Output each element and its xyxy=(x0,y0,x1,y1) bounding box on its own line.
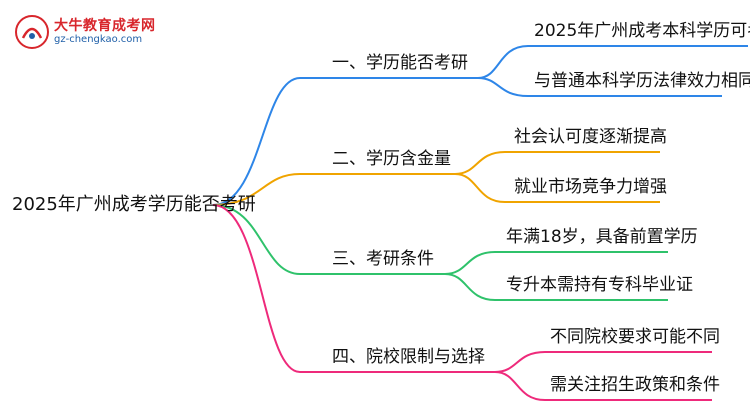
site-logo[interactable]: 大牛教育成考网 gz-chengkao.com xyxy=(14,12,174,52)
leaf-1-1[interactable]: 2025年广州成考本科学历可考研 xyxy=(534,21,750,41)
connector-leaf-1-1 xyxy=(477,45,748,79)
logo-name: 大牛教育成考网 xyxy=(54,18,156,34)
branch-school-restrictions[interactable]: 四、院校限制与选择 xyxy=(332,347,485,367)
leaf-3-1[interactable]: 年满18岁，具备前置学历 xyxy=(506,227,698,247)
connector-leaf-3-1 xyxy=(444,251,668,275)
branch-exam-requirements[interactable]: 三、考研条件 xyxy=(332,249,434,269)
branch-degree-value[interactable]: 二、学历含金量 xyxy=(332,149,451,169)
leaf-2-2[interactable]: 就业市场竞争力增强 xyxy=(514,177,667,197)
connector-leaf-4-1 xyxy=(494,351,712,373)
connector-leaf-1-2 xyxy=(477,77,722,97)
connector-branch-3 xyxy=(212,204,445,275)
leaf-1-2[interactable]: 与普通本科学历法律效力相同 xyxy=(534,71,750,91)
connector-leaf-4-2 xyxy=(494,371,712,401)
connector-branch-4 xyxy=(212,204,495,373)
root-topic[interactable]: 2025年广州成考学历能否考研 xyxy=(12,194,256,215)
connector-leaf-2-1 xyxy=(454,151,660,175)
leaf-4-2[interactable]: 需关注招生政策和条件 xyxy=(550,375,720,395)
leaf-3-2[interactable]: 专升本需持有专科毕业证 xyxy=(506,275,693,295)
logo-badge-icon xyxy=(15,15,49,49)
connector-leaf-2-2 xyxy=(454,173,660,203)
connector-branch-1 xyxy=(212,77,478,206)
leaf-4-1[interactable]: 不同院校要求可能不同 xyxy=(550,327,720,347)
connector-branch-2 xyxy=(212,173,455,206)
connector-leaf-3-2 xyxy=(444,273,668,301)
leaf-2-1[interactable]: 社会认可度逐渐提高 xyxy=(514,127,667,147)
branch-can-apply-postgrad[interactable]: 一、学历能否考研 xyxy=(332,53,468,73)
logo-site-url: gz-chengkao.com xyxy=(54,34,143,45)
